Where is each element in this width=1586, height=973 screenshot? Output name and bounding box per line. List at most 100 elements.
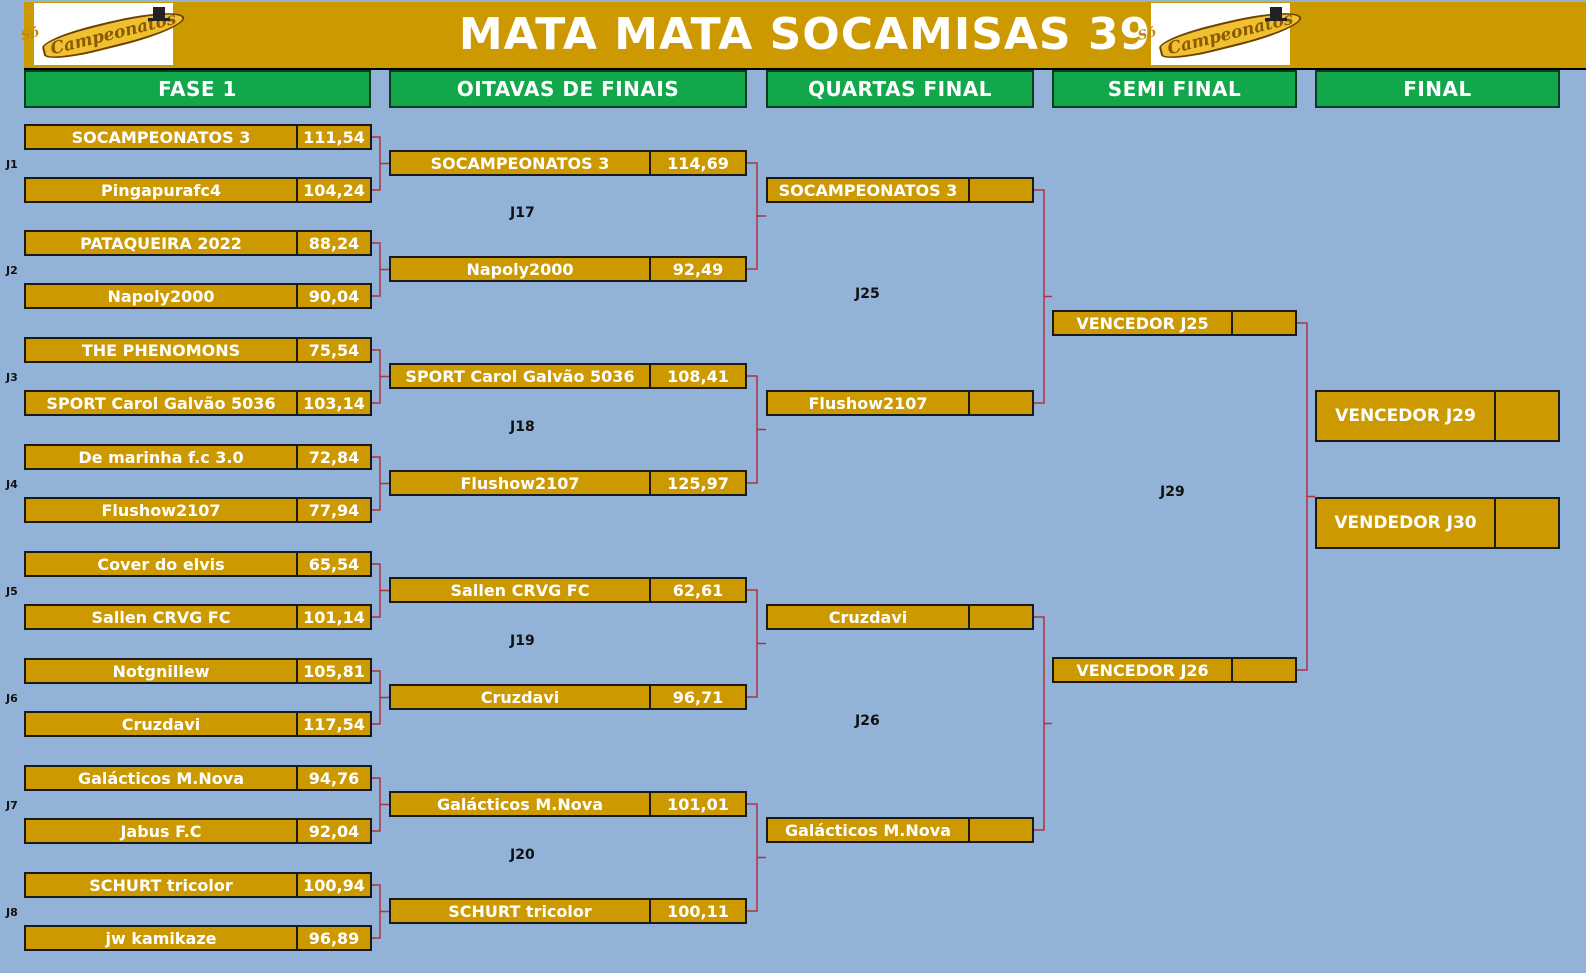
team-score: 100,11 [649,900,745,922]
team-score: 62,61 [649,579,745,601]
team-score [1494,499,1558,547]
header-oitavas: OITAVAS DE FINAIS [389,70,747,108]
match-label: J20 [510,846,535,863]
team-name: VENCEDOR J29 [1335,406,1476,426]
team-name: Notgnillew [112,661,210,681]
team-name: Cruzdavi [121,714,201,734]
match-label: J18 [510,418,535,435]
oitavas-team-box: Sallen CRVG FC 62,61 [389,577,747,603]
connector [372,242,381,297]
team-score: 77,94 [296,499,370,521]
title-bar: MATA MATA SOCAMISAS 39 [24,2,1586,70]
connector [747,375,758,484]
quartas-team-box: Galácticos M.Nova [766,817,1034,843]
quartas-team-box: SOCAMPEONATOS 3 [766,177,1034,203]
semi-team-box: VENCEDOR J26 [1052,657,1297,683]
team-name: De marinha f.c 3.0 [78,447,244,467]
header-quartas: QUARTAS FINAL [766,70,1034,108]
oitavas-team-box: SCHURT tricolor 100,11 [389,898,747,924]
fase1-team-box: De marinha f.c 3.0 72,84 [24,444,372,470]
team-name: SCHURT tricolor [448,901,592,921]
page-title: MATA MATA SOCAMISAS 39 [458,9,1152,60]
team-name: VENDEDOR J30 [1334,513,1477,533]
match-label: J8 [6,906,18,919]
fase1-team-box: PATAQUEIRA 2022 88,24 [24,230,372,256]
connector [747,589,758,698]
fase1-team-box: jw kamikaze 96,89 [24,925,372,951]
team-score [968,392,1032,414]
team-score: 111,54 [296,126,370,148]
team-name: Sallen CRVG FC [450,580,590,600]
team-name: Flushow2107 [101,500,221,520]
connector [1297,322,1308,671]
team-score: 72,84 [296,446,370,468]
team-score: 125,97 [649,472,745,494]
connector [372,349,381,404]
fase1-team-box: Sallen CRVG FC 101,14 [24,604,372,630]
team-score: 75,54 [296,339,370,361]
connector [1034,189,1045,404]
match-label: J19 [510,632,535,649]
connector [372,456,381,511]
match-label: J7 [6,799,18,812]
team-score: 90,04 [296,285,370,307]
team-score: 88,24 [296,232,370,254]
top-hat-icon [1265,7,1287,21]
connector [372,136,381,191]
team-name: SOCAMPEONATOS 3 [71,127,251,147]
team-name: Galácticos M.Nova [77,768,244,788]
team-score [968,606,1032,628]
team-score: 65,54 [296,553,370,575]
connector [372,884,381,939]
match-label: J6 [6,692,18,705]
team-name: Cruzdavi [480,687,560,707]
team-score [968,819,1032,841]
team-name: SPORT Carol Galvão 5036 [405,366,635,386]
team-name: Pingapurafc4 [101,180,221,200]
team-name: Cruzdavi [828,607,908,627]
final-team-box: VENCEDOR J29 [1315,390,1560,442]
team-name: SPORT Carol Galvão 5036 [46,393,276,413]
header-semi: SEMI FINAL [1052,70,1297,108]
connector [747,162,758,270]
match-label: J17 [510,205,535,221]
final-team-box: VENDEDOR J30 [1315,497,1560,549]
team-score [1231,312,1295,334]
team-score [968,179,1032,201]
header-final: FINAL [1315,70,1560,108]
team-name: jw kamikaze [105,928,217,948]
fase1-team-box: THE PHENOMONS 75,54 [24,337,372,363]
team-score [1231,659,1295,681]
team-score: 101,14 [296,606,370,628]
team-name: Galácticos M.Nova [436,794,603,814]
match-label: J25 [855,285,880,302]
team-name: Sallen CRVG FC [91,607,231,627]
match-label: J2 [6,264,18,277]
connector [747,803,758,912]
connector [1034,616,1045,831]
team-name: SOCAMPEONATOS 3 [778,180,958,200]
team-score: 96,89 [296,927,370,949]
team-name: VENCEDOR J25 [1076,313,1209,333]
quartas-team-box: Cruzdavi [766,604,1034,630]
team-score: 108,41 [649,365,745,387]
team-name: THE PHENOMONS [81,340,241,360]
match-label: J1 [6,158,18,171]
team-name: PATAQUEIRA 2022 [80,233,242,253]
fase1-team-box: Flushow2107 77,94 [24,497,372,523]
